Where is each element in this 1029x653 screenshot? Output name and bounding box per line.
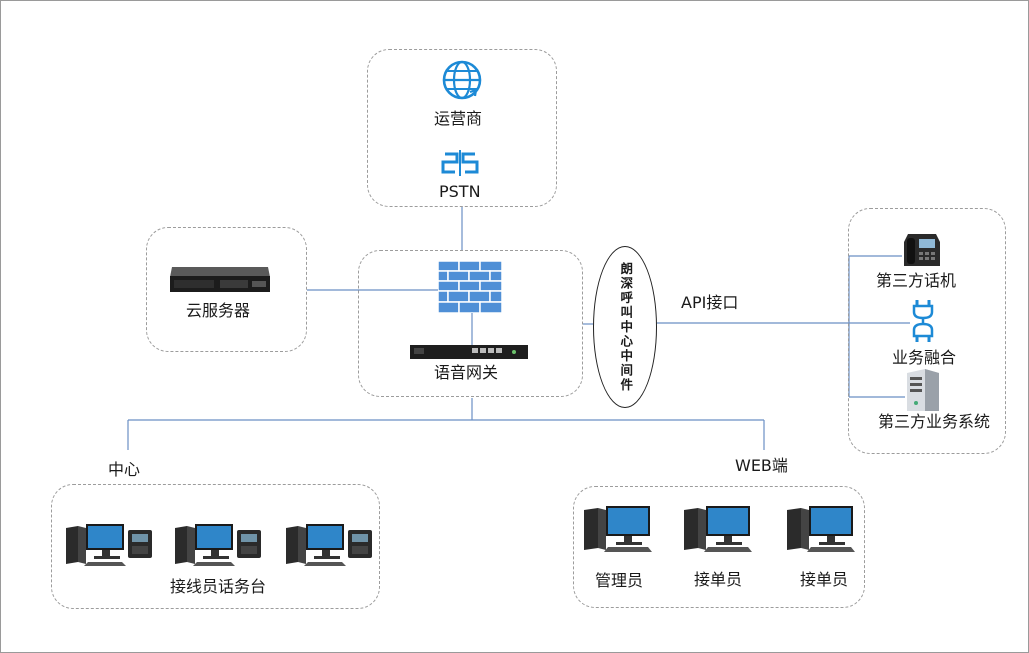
third-party-group (848, 208, 1006, 454)
computer-icon-order-taker-1 (684, 506, 752, 552)
middleware-ellipse: 朗深呼叫中心中间件 (593, 246, 657, 408)
center-label: 中心 (108, 460, 141, 479)
web-label: WEB端 (735, 456, 788, 475)
computer-icon-admin (584, 506, 652, 552)
business-fusion-label: 业务融合 (892, 348, 957, 367)
plug-icon (912, 300, 934, 342)
workstation-icon-2 (175, 524, 261, 566)
third-party-system-label: 第三方业务系统 (878, 412, 991, 431)
order-taker-label-2: 接单员 (800, 570, 849, 589)
tower-server-icon (907, 369, 939, 411)
voice-gateway-label: 语音网关 (434, 363, 499, 382)
pstn-icon (441, 150, 479, 176)
computer-icon-order-taker-2 (787, 506, 855, 552)
voice-gateway-icon (410, 345, 528, 359)
globe-icon (442, 60, 482, 100)
carrier-group (367, 49, 557, 207)
carrier-label: 运营商 (434, 109, 483, 128)
center-group (51, 484, 380, 609)
workstation-icon-3 (286, 524, 372, 566)
cloud-server-label: 云服务器 (186, 301, 251, 320)
middleware-label: 朗深呼叫中心中间件 (618, 261, 634, 393)
order-taker-label-1: 接单员 (694, 570, 743, 589)
rack-server-icon (170, 267, 270, 292)
firewall-icon (438, 261, 502, 313)
gateway-group (358, 250, 583, 397)
cloud-server-group (146, 227, 307, 352)
desk-phone-icon (904, 234, 940, 266)
api-label: API接口 (681, 293, 739, 312)
web-group (573, 486, 865, 608)
operator-console-label: 接线员话务台 (170, 577, 267, 596)
admin-label: 管理员 (595, 571, 644, 590)
workstation-icon-1 (66, 524, 152, 566)
pstn-label: PSTN (439, 182, 481, 201)
third-party-phone-label: 第三方话机 (876, 271, 957, 290)
